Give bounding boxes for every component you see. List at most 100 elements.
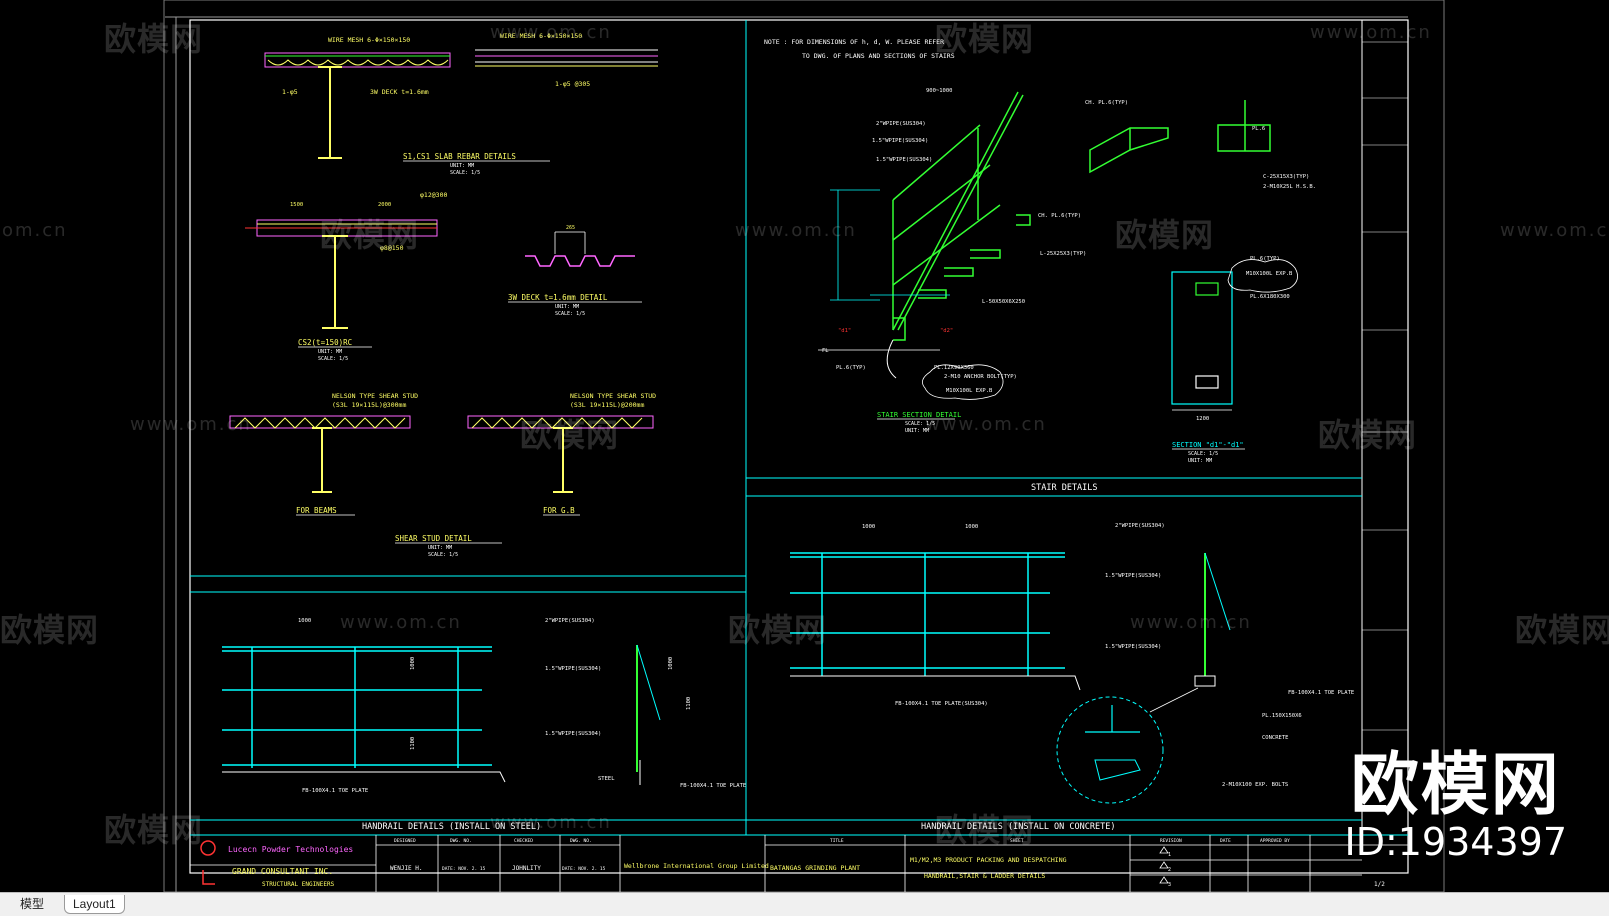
hs-plate-b: FB-100X4.1 TOE PLATE: [680, 783, 746, 789]
hs-pipe-2: 2"WPIPE(SUS304): [545, 618, 595, 624]
shear-stud-scale: SCALE: 1/5: [428, 552, 458, 558]
stair-anchor: 2-M10 ANCHOR BOLT(TYP): [944, 374, 1017, 380]
label-bar-b: 1-φ5 @305: [555, 80, 590, 88]
hc-dim-a: 1000: [862, 524, 875, 530]
handrail-concrete-drawing: [790, 552, 1231, 804]
stair-note-1: NOTE : FOR DIMENSIONS OF h, d, W. PLEASE…: [764, 38, 944, 46]
for-gb-label: FOR G.B: [543, 506, 575, 515]
tb-project1: M1/M2,M3 PRODUCT PACKING AND DESPATCHING: [910, 856, 1067, 864]
tb-h-checked: CHECKED: [514, 838, 533, 844]
stud-a-line2: (S3L 19×115L)@300mm: [332, 401, 406, 409]
label-pl6: PL.6: [1252, 126, 1265, 132]
for-beams-label: FOR BEAMS: [296, 506, 337, 515]
tb-company1: Lucecn Powder Technologies: [228, 845, 353, 854]
cad-drawing: WIRE MESH 6-Φ×150×150 WIRE MESH 6-Φ×150×…: [163, 0, 1445, 892]
stair-d2: "d2": [940, 328, 953, 334]
tb-checker: JOHNLITY: [512, 865, 541, 872]
hs-plate-a: FB-100X4.1 TOE PLATE: [302, 788, 368, 794]
stair-pipe-2: 1.5"WPIPE(SUS304): [872, 138, 928, 144]
hs-v2: 1100: [410, 737, 416, 750]
hs-v1: 1000: [410, 657, 416, 670]
tab-model[interactable]: 模型: [20, 897, 45, 911]
hc-fb-right: FB-100X4.1 TOE PLATE: [1288, 690, 1354, 696]
hc-toe: FB-100X4.1 TOE PLATE(SUS304): [895, 701, 988, 707]
stud-a-line1: NELSON TYPE SHEAR STUD: [332, 392, 418, 400]
tb-project2: HANDRAIL,STAIR & LADDER DETAILS: [924, 872, 1045, 880]
deck-title: 3W DECK t=1.6mm DETAIL: [508, 293, 608, 302]
cs2-detail: [245, 219, 438, 329]
slab-scale: SCALE: 1/5: [450, 170, 480, 176]
cs2-title: CS2(t=150)RC: [298, 338, 352, 347]
section-unit: UNIT: MM: [1188, 458, 1212, 464]
stair-section-scale: SCALE: 1/5: [905, 421, 935, 427]
label-cloud2: M10X100L EXP.B: [1246, 271, 1293, 277]
stair-pl-a: PL.6(TYP): [836, 365, 866, 371]
channel-labels: PL.6 C-25X15X3(TYP) 2-M10X25L H.S.B.: [1252, 126, 1316, 190]
label-pl-plate: PL.6X180X300: [1250, 294, 1290, 300]
consultant-logo-icon: [202, 870, 215, 885]
layout-tab-bar: 模型 Layout1: [0, 892, 1609, 916]
shear-stud-unit: UNIT: MM: [428, 545, 452, 551]
shear-stud-detail: [229, 415, 654, 493]
tab-layout1[interactable]: Layout1: [64, 895, 125, 914]
hc-plate: PL.150X150X6: [1262, 713, 1302, 719]
revision-triangles: [1159, 846, 1169, 884]
section-scale: SCALE: 1/5: [1188, 451, 1218, 457]
handrail-steel-title: HANDRAIL DETAILS (INSTALL ON STEEL): [362, 822, 541, 832]
tb-date1: DATE: NOV. 2. 15: [442, 866, 486, 872]
hs-dim-1000: 1000: [298, 618, 311, 624]
handrail-steel-drawing: [222, 644, 661, 785]
shear-stud-labels: NELSON TYPE SHEAR STUD (S3L 19×115L)@300…: [296, 392, 656, 558]
tb-client: Wellbrone International Group Limited: [624, 862, 769, 870]
tb-sheet-no: 1/2: [1374, 881, 1385, 888]
revision-cloud-1: [922, 364, 1004, 400]
stair-pipe-1: 2"WPIPE(SUS304): [876, 121, 926, 127]
hc-pipe-3: 1.5"WPIPE(SUS304): [1105, 644, 1161, 650]
title-block-text: Lucecn Powder Technologies GRAND CONSULT…: [228, 838, 1385, 888]
title-block-grid: [190, 835, 1408, 892]
label-c-channel: C-25X15X3(TYP): [1263, 174, 1309, 180]
tb-h-dwgno2: DWG. NO.: [570, 838, 592, 844]
section-title: SECTION "d1"-"d1": [1172, 441, 1244, 449]
label-bolts: 2-M10X25L H.S.B.: [1263, 184, 1316, 190]
stair-section-title: STAIR SECTION DETAIL: [877, 411, 961, 419]
handrail-concrete-labels: 1000 1000 2"WPIPE(SUS304) 1.5"WPIPE(SUS3…: [862, 523, 1354, 832]
model-space-viewport[interactable]: WIRE MESH 6-Φ×150×150 WIRE MESH 6-Φ×150×…: [0, 0, 1609, 892]
channel-plate-detail: [1089, 100, 1271, 174]
handrail-steel-labels: 1000 2"WPIPE(SUS304) 1.5"WPIPE(SUS304) 1…: [298, 618, 746, 832]
stair-dim-top: 900~1000: [926, 88, 953, 94]
shear-stud-title: SHEAR STUD DETAIL: [395, 534, 472, 543]
cs2-scale: SCALE: 1/5: [318, 356, 348, 362]
tb-rev1: 1: [1168, 852, 1171, 858]
stair-section-drawing: [886, 91, 1031, 379]
hc-pipe-2: 1.5"WPIPE(SUS304): [1105, 573, 1161, 579]
stud-b-line2: (S3L 19×115L)@200mm: [570, 401, 644, 409]
stair-section-unit: UNIT: MM: [905, 428, 929, 434]
slab-rebar-detail: [264, 49, 658, 159]
handrail-concrete-title: HANDRAIL DETAILS (INSTALL ON CONCRETE): [921, 822, 1115, 832]
paper-sheet: [163, 0, 1445, 892]
tb-rev2: 2: [1168, 867, 1171, 873]
tb-h-title: TITLE: [830, 838, 844, 844]
stair-stud: L-50X50X6X250: [982, 299, 1025, 305]
deck-unit: UNIT: MM: [555, 304, 579, 310]
tb-date2: DATE: NOV. 2. 15: [562, 866, 606, 872]
dim-2000: 2000: [378, 202, 391, 208]
rebar-top: φ12@300: [420, 191, 447, 199]
stair-details-band-title: STAIR DETAILS: [1031, 483, 1098, 493]
tb-h-revision: REVISION: [1160, 838, 1182, 844]
stair-note-2: TO DWG. OF PLANS AND SECTIONS OF STAIRS: [802, 52, 955, 60]
slab-labels: WIRE MESH 6-Φ×150×150 WIRE MESH 6-Φ×150×…: [282, 32, 590, 176]
hs-steel: STEEL: [598, 776, 615, 782]
deck-labels: 265 3W DECK t=1.6mm DETAIL UNIT: MM SCAL…: [508, 225, 608, 317]
stair-fl: FL: [822, 348, 829, 354]
stud-b-line1: NELSON TYPE SHEAR STUD: [570, 392, 656, 400]
stair-labels: NOTE : FOR DIMENSIONS OF h, d, W. PLEASE…: [764, 38, 1128, 434]
cs2-labels: 1500 2000 φ12@300 φ8@150 CS2(t=150)RC UN…: [290, 191, 447, 362]
label-deck-callout: 3W DECK t=1.6mm: [370, 88, 429, 96]
tb-rev3: 3: [1168, 882, 1171, 888]
deck-detail: [525, 231, 635, 267]
stair-cloud1: M10X100L EXP.B: [946, 388, 993, 394]
hs-pipe-15b: 1.5"WPIPE(SUS304): [545, 731, 601, 737]
sheet-ruler: [165, 16, 1408, 892]
